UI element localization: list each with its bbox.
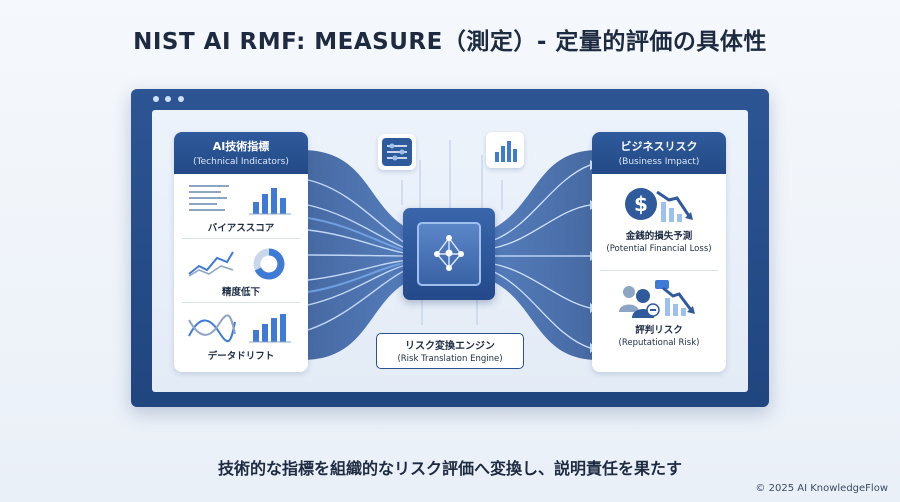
panel-subtitle: (Technical Indicators) [193, 157, 289, 167]
bar-chart-icon [486, 132, 524, 168]
item-label: 精度低下 [221, 287, 260, 298]
window-dot-icon [178, 96, 184, 102]
item-label: バイアススコア [207, 223, 275, 234]
sliders-icon [378, 134, 416, 170]
panel-title: ビジネスリスク [620, 140, 698, 153]
window-dot-icon [153, 96, 159, 102]
engine-title: リスク変換エンジン [405, 341, 495, 352]
people-decline-icon [619, 280, 695, 318]
item-label: 金銭的損失予測 [625, 231, 693, 242]
item-label: 評判リスク [635, 325, 683, 336]
svg-text:$: $ [634, 192, 648, 216]
list-item: 精度低下 [174, 244, 308, 298]
list-item: バイアススコア [174, 180, 308, 234]
right-funnel [494, 150, 598, 360]
donut-chart-icon [253, 248, 285, 280]
item-label: データドリフト [207, 351, 275, 362]
tagline: 技術的な指標を組織的なリスク評価へ変換し、説明責任を果たす [217, 459, 682, 478]
trend-line-icon [188, 251, 234, 275]
panel-subtitle: (Business Impact) [618, 157, 700, 167]
diagram-canvas: リスク変換エンジン (Risk Translation Engine) AI技術… [152, 110, 748, 392]
copyright: © 2025 AI KnowledgeFlow [755, 483, 888, 494]
list-chart-icon [189, 185, 229, 211]
engine-subtitle: (Risk Translation Engine) [397, 354, 503, 364]
dollar-decline-icon: $ [625, 188, 693, 222]
bar-chart-icon [253, 188, 286, 214]
panel-header: AI技術指標 (Technical Indicators) [174, 132, 308, 174]
list-item: データドリフト [174, 308, 308, 362]
panel-title: AI技術指標 [212, 140, 270, 153]
list-item: $ 金銭的損失予測 (Potential Financial Loss) [592, 184, 726, 254]
technical-indicators-panel: AI技術指標 (Technical Indicators) バイアススコア [174, 132, 308, 372]
diagram-window: リスク変換エンジン (Risk Translation Engine) AI技術… [131, 89, 769, 407]
item-sublabel: (Potential Financial Loss) [606, 244, 712, 254]
panel-header: ビジネスリスク (Business Impact) [592, 132, 726, 174]
business-impact-panel: ビジネスリスク (Business Impact) $ 金銭的損失予測 (Pot… [592, 132, 726, 372]
light-streaks [307, 179, 411, 331]
page-title: NIST AI RMF: MEASURE（測定）- 定量的評価の具体性 [133, 29, 767, 55]
wave-chart-icon [188, 314, 236, 343]
output-arrows [493, 164, 591, 349]
neural-network-chip-icon [403, 208, 495, 300]
engine-label: リスク変換エンジン (Risk Translation Engine) [376, 333, 524, 369]
list-item: 評判リスク (Reputational Risk) [592, 278, 726, 348]
window-dot-icon [165, 96, 171, 102]
flow-graphic [302, 140, 598, 360]
bar-chart-icon [253, 314, 286, 342]
item-sublabel: (Reputational Risk) [618, 338, 700, 348]
